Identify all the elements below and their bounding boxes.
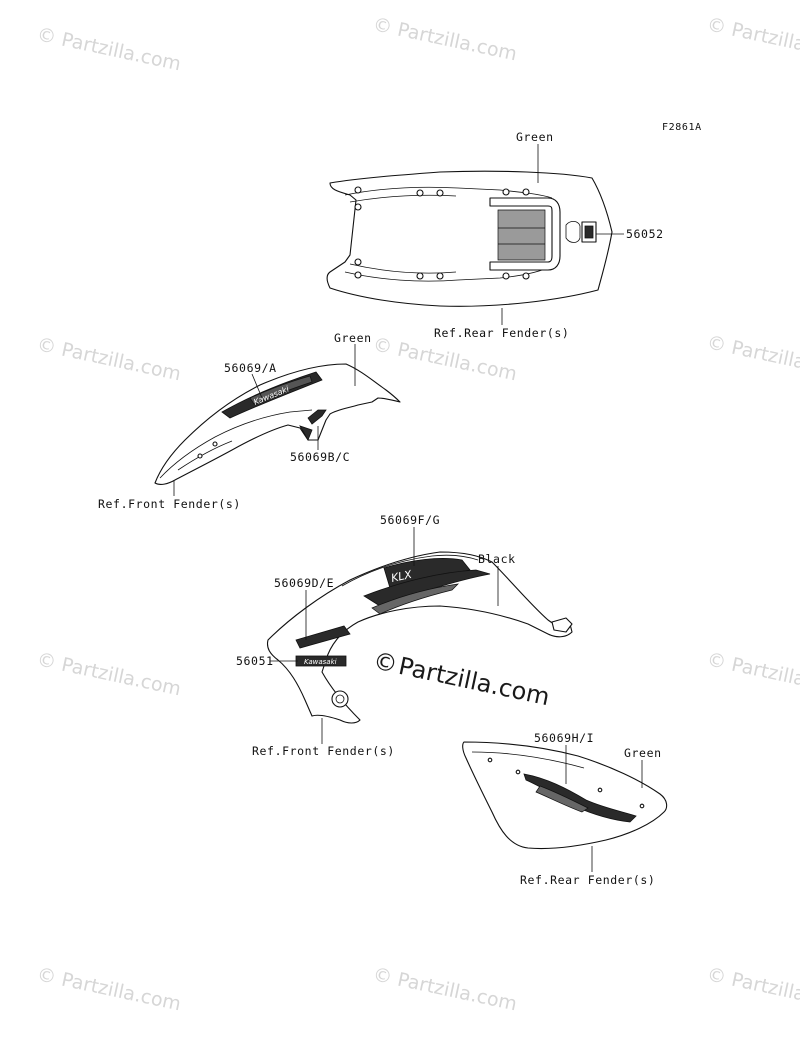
rear-fender-handle-inner: [498, 227, 545, 245]
watermark: © Partzilla.com: [371, 13, 519, 65]
watermark-text: © Partzilla.com: [35, 23, 183, 75]
center-watermark: © Partzilla.com: [371, 646, 552, 711]
mount-hole: [436, 272, 444, 280]
watermark-text: © Partzilla.com: [371, 333, 519, 385]
front-fender-black-body: [266, 551, 573, 724]
decal-56069-a-inner: [249, 375, 313, 405]
center-watermark-symbol: ©: [371, 646, 400, 678]
rear-fender-grab-handle: [489, 197, 561, 271]
mount-hole: [416, 189, 424, 197]
front-fender-green-body: [154, 363, 401, 485]
center-watermark-text: Partzilla.com: [396, 652, 552, 711]
watermark-text: © Partzilla.com: [371, 963, 519, 1015]
mount-hole: [197, 453, 203, 459]
rear-fender-top-body: [326, 170, 613, 307]
mount-hole: [502, 272, 510, 280]
mount-hole: [522, 272, 530, 280]
rear-fender-slot: [565, 220, 581, 243]
label-ref-front-fender: Ref.Front Fender(s): [98, 497, 241, 511]
decal-56069-fg-stripe-2: [371, 583, 459, 615]
mount-hole: [522, 188, 530, 196]
watermark-text: © Partzilla.com: [705, 963, 800, 1015]
watermark-text: © Partzilla.com: [705, 331, 800, 383]
decal-56069-fg-text: KLX: [390, 568, 414, 585]
label-green: Green: [516, 130, 554, 144]
watermark: © Partzilla.com: [705, 13, 800, 65]
mount-hole: [639, 803, 645, 809]
label-56069-fg: 56069F/G: [380, 513, 440, 527]
front-fender-black-ridge: [341, 554, 479, 587]
front-fender-green-assembly: Kawasaki Green 56069/A 56069B/C Ref.Fron…: [98, 331, 401, 511]
mount-hole: [597, 787, 603, 793]
watermark: © Partzilla.com: [705, 963, 800, 1015]
rear-fender-side-edge: [471, 751, 585, 769]
decal-56052-mark: [584, 225, 594, 239]
decal-56069-bc: [307, 409, 327, 425]
watermark: © Partzilla.com: [35, 333, 183, 385]
mount-hole: [436, 189, 444, 197]
label-ref-rear-fender: Ref.Rear Fender(s): [434, 326, 569, 340]
watermark-text: © Partzilla.com: [35, 333, 183, 385]
watermark: © Partzilla.com: [705, 331, 800, 383]
rear-fender-rail-upper: [344, 186, 553, 199]
watermark: © Partzilla.com: [35, 648, 183, 700]
mount-hole: [354, 203, 362, 211]
front-fender-green-cut: [299, 425, 313, 441]
watermark: © Partzilla.com: [35, 23, 183, 75]
mount-hole: [212, 441, 218, 447]
decal-56069-de: [295, 625, 351, 649]
front-fender-black-boss: [331, 690, 349, 708]
mount-hole: [354, 271, 362, 279]
watermark-text: © Partzilla.com: [35, 648, 183, 700]
mount-hole: [515, 769, 521, 775]
rear-fender-handle-shade: [497, 209, 546, 261]
decal-56051-text: Kawasaki: [304, 658, 337, 666]
label-56052: 56052: [626, 227, 664, 241]
label-56069-de: 56069D/E: [274, 576, 334, 590]
rear-fender-rail-lower-2: [349, 263, 457, 274]
watermark: © Partzilla.com: [35, 963, 183, 1015]
label-ref-front-fender: Ref.Front Fender(s): [252, 744, 395, 758]
leader-line: [251, 373, 263, 399]
figure-code: F2861A: [662, 122, 702, 133]
mount-hole: [502, 188, 510, 196]
front-fender-green-edge-2: [177, 440, 233, 471]
label-56069-hi: 56069H/I: [534, 731, 594, 745]
mount-hole: [354, 186, 362, 194]
front-fender-black-assembly: KLX Kawasaki 56069F/G Black 56069D/E 560…: [236, 513, 573, 758]
label-green: Green: [334, 331, 372, 345]
rear-fender-rail-upper-2: [349, 194, 457, 203]
watermark-text: © Partzilla.com: [35, 963, 183, 1015]
label-56051: 56051: [236, 654, 274, 668]
rear-fender-top-assembly: Green 56052 Ref.Rear Fender(s): [326, 130, 664, 340]
label-black: Black: [478, 552, 516, 566]
watermark: © Partzilla.com: [371, 963, 519, 1015]
label-56069-bc: 56069B/C: [290, 450, 350, 464]
label-green: Green: [624, 746, 662, 760]
mount-hole: [354, 258, 362, 266]
label-ref-rear-fender: Ref.Rear Fender(s): [520, 873, 655, 887]
mount-hole: [416, 272, 424, 280]
watermark: © Partzilla.com: [705, 648, 800, 700]
rear-fender-rail-lower: [344, 265, 553, 282]
mount-hole: [487, 757, 493, 763]
decal-56069-hi-inner: [535, 785, 589, 813]
label-56069-a: 56069/A: [224, 361, 277, 375]
front-fender-green-edge: [159, 409, 313, 479]
watermark-text: © Partzilla.com: [705, 13, 800, 65]
rear-fender-side-assembly: 56069H/I Green Ref.Rear Fender(s): [462, 731, 668, 887]
watermark: © Partzilla.com: [371, 333, 519, 385]
front-fender-black-tab: [551, 617, 573, 633]
front-fender-black-boss-inner: [335, 694, 345, 704]
watermark-text: © Partzilla.com: [705, 648, 800, 700]
watermark-text: © Partzilla.com: [371, 13, 519, 65]
